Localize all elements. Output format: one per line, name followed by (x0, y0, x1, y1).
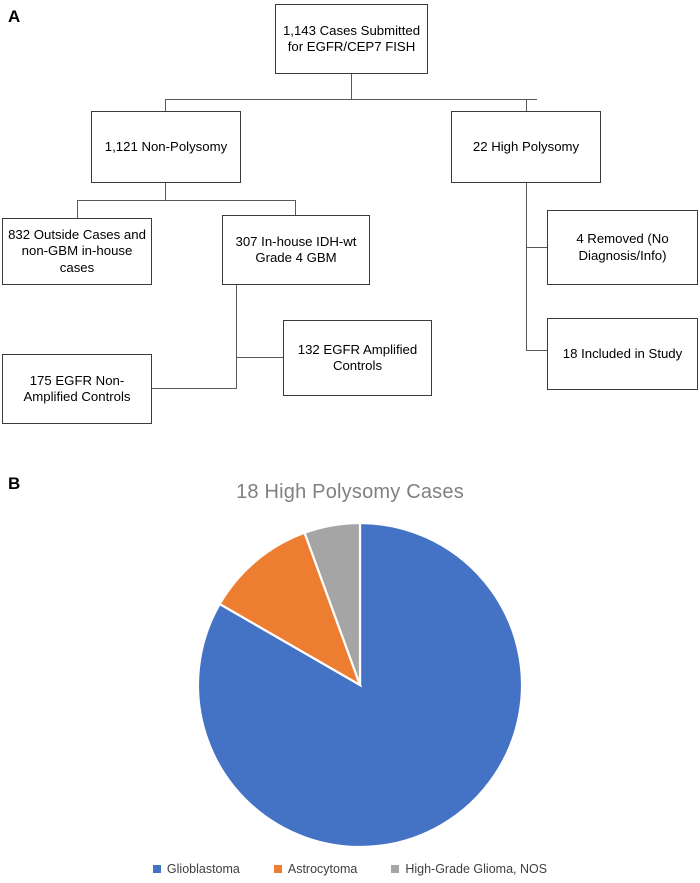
panel-a-label: A (8, 7, 21, 26)
flow-node-non-amplified-controls: 175 EGFR Non-Amplified Controls (2, 354, 152, 424)
legend-swatch-icon (273, 865, 282, 873)
pie-slice (303, 521, 362, 686)
connector-gbm-trunk (236, 285, 238, 389)
connector-non-polysomy-bus (77, 200, 296, 202)
pie-chart-legend: Glioblastoma Astrocytoma High-Grade Glioma… (0, 862, 700, 876)
connector-to-removed (526, 247, 548, 249)
flow-node-non-polysomy: 1,121 Non-Polysomy (91, 111, 241, 183)
legend-label: Glioblastoma (166, 862, 240, 876)
connector-to-non-polysomy (165, 99, 167, 111)
legend-swatch-icon (391, 865, 400, 873)
flow-node-outside-cases: 832 Outside Cases and non-GBM in-house c… (2, 218, 152, 285)
flow-node-in-house-gbm: 307 In-house IDH-wt Grade 4 GBM (222, 215, 370, 285)
legend-label: High-Grade Glioma, NOS (405, 862, 548, 876)
legend-swatch-icon (152, 865, 161, 873)
connector-to-in-house-gbm (295, 200, 297, 215)
connector-to-outside-cases (77, 200, 79, 218)
legend-item: High-Grade Glioma, NOS (391, 862, 547, 876)
panel-b-label: B (8, 474, 21, 493)
legend-label: Astrocytoma (287, 862, 358, 876)
connector-to-included (526, 350, 548, 352)
legend-item: Glioblastoma (152, 862, 240, 876)
flow-node-high-polysomy: 22 High Polysomy (451, 111, 601, 183)
flow-node-removed: 4 Removed (No Diagnosis/Info) (547, 210, 698, 285)
connector-root-stem (351, 74, 353, 100)
flow-node-root: 1,143 Cases Submitted for EGFR/CEP7 FISH (275, 4, 428, 74)
legend-item: Astrocytoma (273, 862, 358, 876)
connector-high-polysomy-trunk (526, 183, 528, 351)
pie-chart (196, 521, 524, 849)
connector-to-high-polysomy (526, 99, 528, 111)
flow-node-included: 18 Included in Study (547, 318, 698, 390)
flow-node-amplified-controls: 132 EGFR Amplified Controls (283, 320, 432, 396)
pie-chart-title: 18 High Polysomy Cases (236, 481, 464, 503)
connector-gbm-to-non-amplified (151, 388, 237, 390)
connector-gbm-to-amplified (236, 357, 284, 359)
connector-root-bus (165, 99, 537, 101)
pie-slice (218, 531, 363, 688)
connector-non-polysomy-stem (165, 183, 167, 201)
pie-chart-svg (196, 521, 524, 849)
